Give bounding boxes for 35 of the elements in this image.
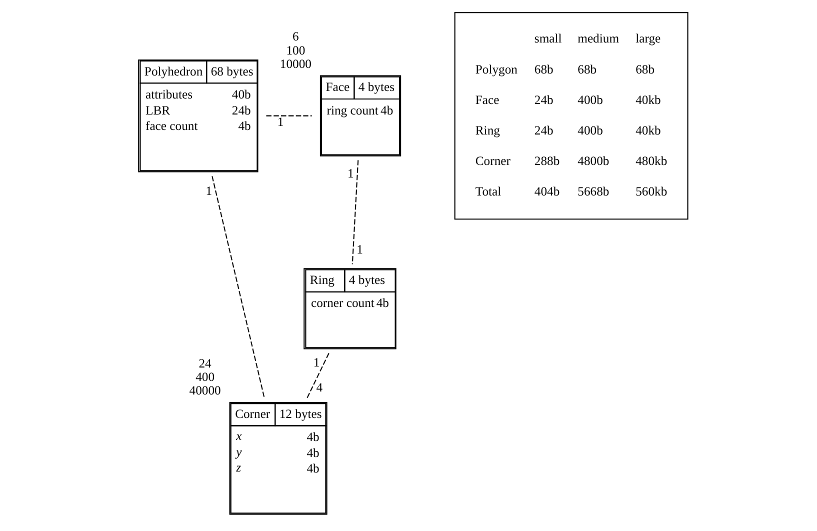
node-label: 6 100 10000 <box>279 30 311 71</box>
label: 68b <box>534 62 553 76</box>
label: 560kb <box>635 184 667 199</box>
connector <box>266 115 312 116</box>
node-label: 24 400 40000 <box>188 356 220 398</box>
label: large <box>635 32 660 46</box>
label: Corner <box>474 154 510 168</box>
connector <box>211 176 264 398</box>
label: 68b <box>635 62 654 76</box>
label: 400b <box>577 123 602 138</box>
connector <box>306 353 329 398</box>
label: 40kb <box>635 92 660 107</box>
label: Ring <box>474 123 500 138</box>
label: 400b <box>577 92 602 107</box>
label: 480kb <box>635 154 667 168</box>
label: 1 <box>276 114 284 129</box>
label: 1 <box>347 166 354 180</box>
label: medium <box>577 32 619 46</box>
label: 24b <box>534 123 553 138</box>
label: 1 <box>356 242 362 257</box>
label: 24b <box>534 92 553 107</box>
label: 68b <box>577 62 596 76</box>
label: 404b <box>534 184 560 199</box>
label: 40kb <box>635 123 660 138</box>
label: 4 <box>316 380 322 394</box>
label: Total <box>474 184 501 199</box>
label: 1 <box>312 355 320 370</box>
label: 5668b <box>577 184 609 199</box>
label: 1 <box>205 184 212 198</box>
label: 4800b <box>577 154 609 168</box>
label: small <box>534 32 562 46</box>
connector <box>351 160 358 264</box>
label: Face <box>474 92 499 107</box>
label: Polygon <box>474 62 517 76</box>
label: 288b <box>534 154 560 168</box>
